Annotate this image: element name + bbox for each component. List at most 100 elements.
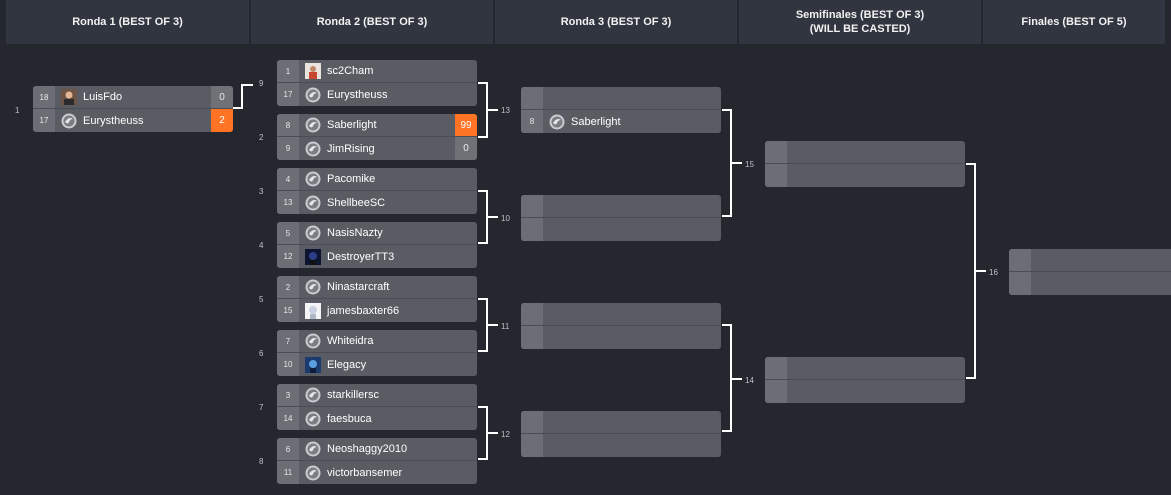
seed: 15 [277,299,299,322]
sc2-logo-icon [305,171,321,187]
seed: 13 [277,191,299,214]
player-name: Neoshaggy2010 [327,443,408,455]
player-slot[interactable]: 7 Whiteidra [277,330,477,352]
player-slot-empty[interactable] [765,164,965,187]
player-slot[interactable]: 6 Neoshaggy2010 [277,438,477,460]
player-slot[interactable]: 8 Saberlight 99 [277,114,477,136]
seed: 10 [277,353,299,376]
player-name: ShellbeeSC [327,196,386,209]
match-number: 12 [501,430,510,439]
player-slot[interactable]: 4 Pacomike [277,168,477,190]
player-slot-empty[interactable] [765,380,965,403]
player-slot[interactable]: 18 LuisFdo 0 [33,86,233,108]
match-r2-2[interactable]: 8 Saberlight 99 9 JimRising 0 [277,114,477,160]
bracket-connector [732,162,742,164]
player-slot-empty[interactable] [521,195,721,217]
match-r3-11[interactable] [521,303,721,349]
seed: 11 [277,461,299,484]
player-slot[interactable]: 11 victorbansemer [277,461,477,484]
player-slot-empty[interactable] [765,141,965,163]
match-number: 11 [501,322,510,331]
player-name: sc2Cham [327,65,374,77]
player-slot[interactable]: 2 Ninastarcraft [277,276,477,298]
player-slot[interactable]: 17 Eurystheuss 2 [33,109,233,132]
player-name: Whiteidra [327,335,374,347]
bracket-connector [732,378,742,380]
player-slot[interactable]: 1 sc2Cham [277,60,477,82]
player-name: Saberlight [327,119,377,131]
match-r2-9[interactable]: 1 sc2Cham 17 Eurystheuss [277,60,477,106]
seed: 1 [277,60,299,82]
player-slot[interactable]: 14 faesbuca [277,407,477,430]
bracket-connector [241,84,253,109]
player-slot-empty[interactable] [1009,249,1171,271]
player-slot[interactable]: 13 ShellbeeSC [277,191,477,214]
sc2-logo-icon [305,87,321,103]
seed [521,87,543,109]
header-round-3: Ronda 3 (BEST OF 3) [495,0,739,44]
seed [765,141,787,163]
bracket-connector [478,82,488,138]
match-number: 3 [259,187,264,196]
bracket-connector [976,270,986,272]
match-r1-1[interactable]: 18 LuisFdo 0 17 Eurystheuss 2 [33,86,233,132]
match-r3-12[interactable] [521,411,721,457]
seed [765,380,787,403]
player-name: Eurystheuss [327,88,388,101]
match-number: 15 [745,160,754,169]
match-r2-7[interactable]: 3 starkillersc 14 faesbuca [277,384,477,430]
match-number: 14 [745,376,754,385]
player-slot-empty[interactable] [1009,272,1171,295]
player-slot-empty[interactable] [521,87,721,109]
bracket-connector [488,324,498,326]
match-number: 1 [15,106,20,115]
bracket-connector [478,298,488,352]
player-slot[interactable]: 5 NasisNazty [277,222,477,244]
player-slot[interactable]: 12 DestroyerTT3 [277,245,477,268]
bracket-connector [488,216,498,218]
seed: 12 [277,245,299,268]
seed: 7 [277,330,299,352]
seed: 2 [277,276,299,298]
match-semi-15[interactable] [765,141,965,187]
seed [521,195,543,217]
player-slot-empty[interactable] [521,218,721,241]
match-r2-3[interactable]: 4 Pacomike 13 ShellbeeSC [277,168,477,214]
photo-avatar-icon [61,89,77,105]
player-slot-empty[interactable] [521,411,721,433]
match-semi-14[interactable] [765,357,965,403]
match-r3-13[interactable]: 8 Saberlight [521,87,721,133]
sc2-logo-icon [305,441,321,457]
seed: 5 [277,222,299,244]
player-name: JimRising [327,142,375,155]
player-slot-empty[interactable] [521,326,721,349]
player-slot-empty[interactable] [765,357,965,379]
player-slot[interactable]: 3 starkillersc [277,384,477,406]
match-r2-4[interactable]: 5 NasisNazty 12 DestroyerTT3 [277,222,477,268]
match-r3-10[interactable] [521,195,721,241]
player-slot[interactable]: 15 jamesbaxter66 [277,299,477,322]
player-slot[interactable]: 10 Elegacy [277,353,477,376]
sc2-logo-icon [305,465,321,481]
seed: 4 [277,168,299,190]
match-r2-6[interactable]: 7 Whiteidra 10 Elegacy [277,330,477,376]
sc2-logo-icon [305,195,321,211]
player-slot[interactable]: 8 Saberlight [521,110,721,133]
player-name: faesbuca [327,412,372,425]
match-final-16[interactable] [1009,249,1171,295]
seed [1009,249,1031,271]
player-slot-empty[interactable] [521,434,721,457]
match-r2-5[interactable]: 2 Ninastarcraft 15 jamesbaxter66 [277,276,477,322]
match-number: 9 [259,79,264,88]
player-slot[interactable]: 9 JimRising 0 [277,137,477,160]
blue-avatar-icon [305,356,321,373]
player-name: victorbansemer [327,466,403,479]
seed [521,434,543,457]
player-slot[interactable]: 17 Eurystheuss [277,83,477,106]
photo-avatar-icon [305,63,321,79]
match-r2-8[interactable]: 6 Neoshaggy2010 11 victorbansemer [277,438,477,484]
bracket-connector [488,432,498,434]
bracket-connector [478,190,488,244]
white-avatar-icon [305,302,321,319]
player-slot-empty[interactable] [521,303,721,325]
